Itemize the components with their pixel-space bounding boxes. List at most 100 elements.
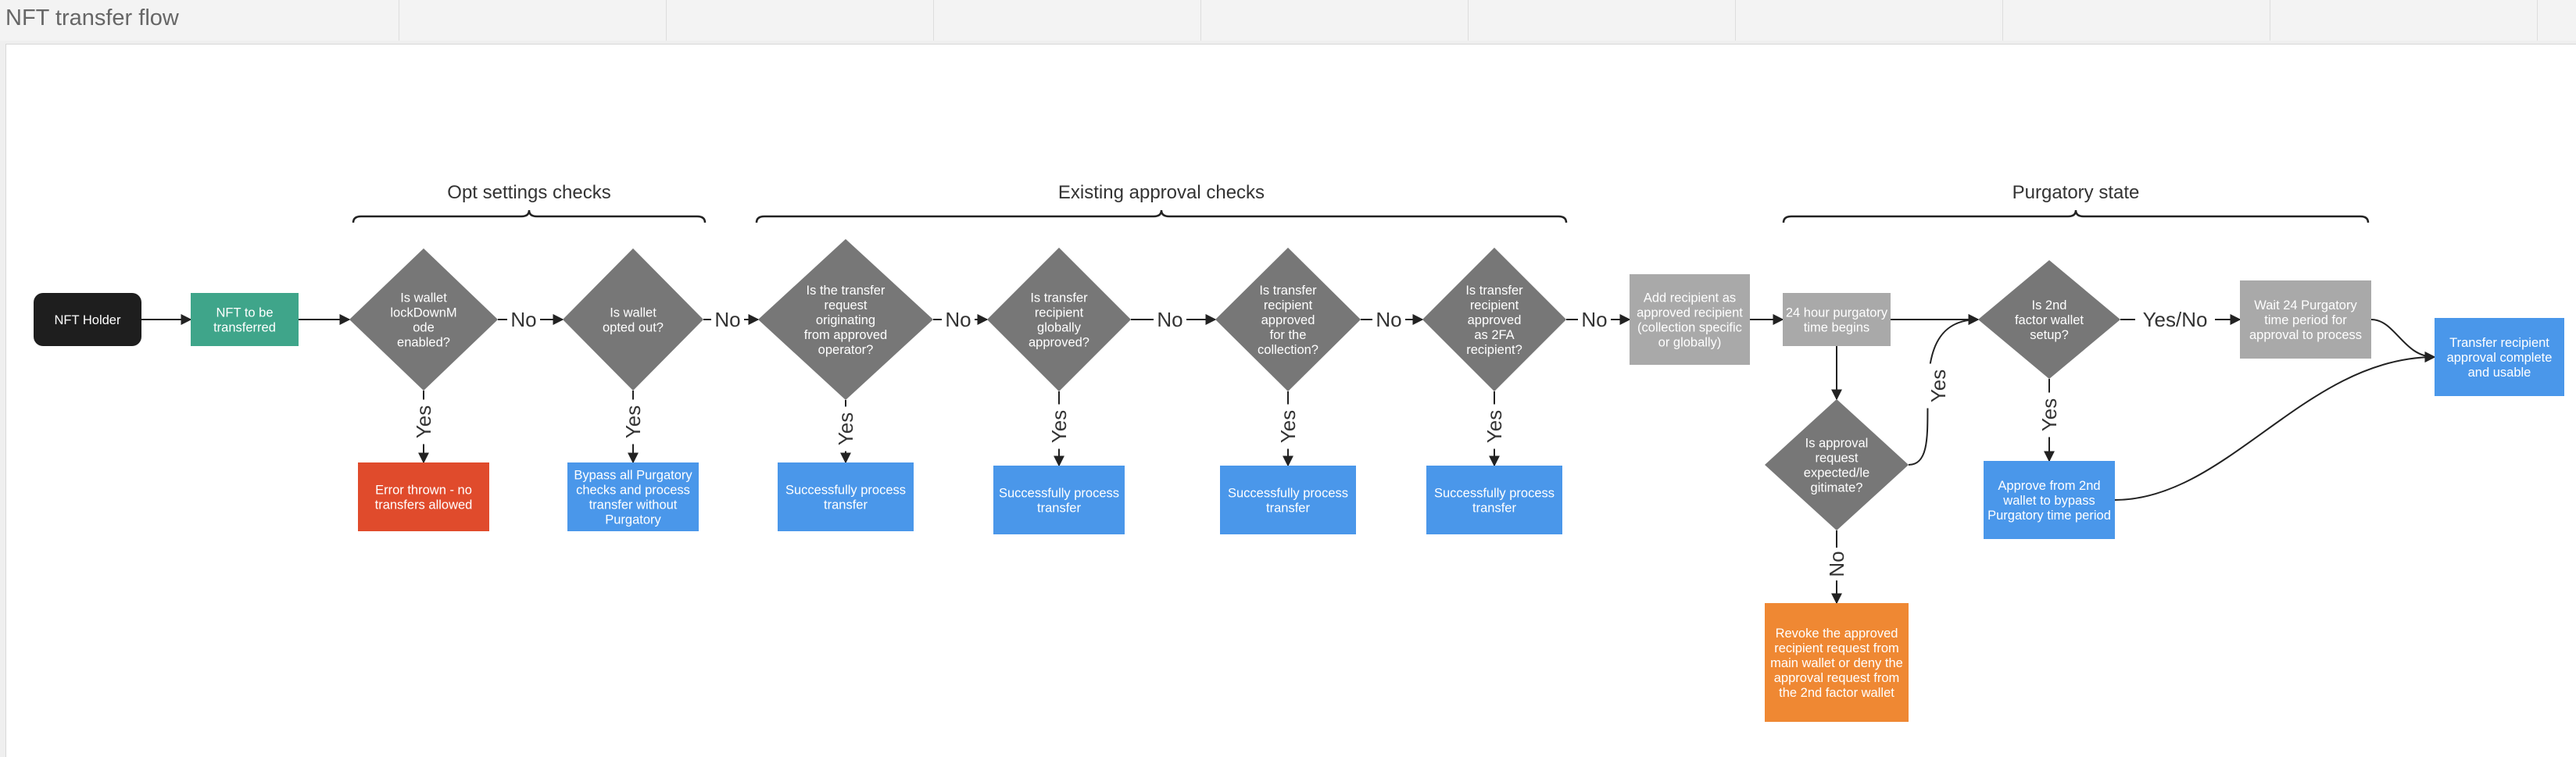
node-text-line: Successfully process bbox=[1434, 487, 1555, 501]
node-text-line: approval complete bbox=[2447, 351, 2553, 365]
node-text-line: Is 2nd bbox=[2032, 298, 2067, 312]
group-bracket bbox=[1782, 209, 2370, 223]
node-text-line: Transfer recipient bbox=[2449, 336, 2549, 350]
process-box bbox=[1426, 466, 1562, 534]
connector-label-group: Yes bbox=[1047, 404, 1071, 449]
node-text-line: recipient bbox=[1470, 298, 1519, 312]
header-cell bbox=[1468, 0, 1469, 41]
node-text-line: Wait 24 Purgatory bbox=[2254, 298, 2357, 312]
process-box bbox=[567, 462, 699, 531]
process-box bbox=[1220, 466, 1356, 534]
group-existing: Existing approval checks bbox=[755, 182, 1568, 223]
node-text-line: gitimate? bbox=[1811, 481, 1863, 495]
node-text-line: Is wallet bbox=[610, 306, 657, 320]
node-text-line: approved bbox=[1468, 313, 1522, 327]
node-text-line: collection? bbox=[1258, 343, 1318, 357]
process-box bbox=[993, 466, 1125, 534]
label-bg bbox=[507, 308, 540, 331]
node-text-line: approval request from bbox=[1774, 671, 1900, 685]
connector-label: No bbox=[714, 308, 740, 331]
decision-diamond bbox=[987, 248, 1131, 391]
process-box bbox=[1765, 603, 1909, 722]
node-text-line: transfer without bbox=[589, 498, 678, 512]
node-text-line: and usable bbox=[2468, 366, 2531, 380]
node-text-line: Successfully process bbox=[785, 484, 906, 498]
label-bg bbox=[2038, 392, 2061, 437]
node-text-line: from approved bbox=[804, 328, 887, 342]
connector-line bbox=[2370, 319, 2436, 362]
node-text-line: factor wallet bbox=[2015, 313, 2084, 327]
connector-label: No bbox=[1376, 308, 1401, 331]
process-box bbox=[191, 293, 299, 346]
connector-d6-s6: Yes bbox=[1483, 391, 1506, 467]
connector-label-group: Yes bbox=[1483, 404, 1506, 449]
group-purgatory: Purgatory state bbox=[1782, 182, 2370, 223]
connector-d5-s5: Yes bbox=[1276, 391, 1300, 467]
node-text-line: Is approval bbox=[1805, 437, 1869, 451]
connector-d4-s4: Yes bbox=[1047, 391, 1071, 467]
node-text-line: Is wallet bbox=[400, 291, 447, 305]
header-cell bbox=[933, 0, 934, 41]
connector-label: No bbox=[1825, 551, 1848, 577]
node-text-line: main wallet or deny the bbox=[1770, 656, 1903, 670]
node-text-line: wallet to bypass bbox=[2002, 494, 2095, 508]
connector-label-group: No bbox=[1372, 308, 1405, 331]
connector-d3-d4: No bbox=[933, 308, 989, 331]
label-bg bbox=[1927, 363, 1950, 409]
connector-label-group: Yes bbox=[2038, 392, 2061, 437]
label-bg bbox=[412, 399, 435, 445]
node-text-line: transfers allowed bbox=[375, 498, 473, 512]
node-text-line: recipient bbox=[1035, 306, 1084, 320]
node-text-line: recipient request from bbox=[1774, 641, 1899, 655]
node-text-line: transfer bbox=[1037, 502, 1081, 516]
node-text-line: Add recipient as bbox=[1644, 291, 1736, 305]
node-text-line: Revoke the approved bbox=[1776, 627, 1898, 641]
connector-label-group: No bbox=[711, 308, 744, 331]
decision-diamond bbox=[1765, 399, 1909, 530]
group-opt: Opt settings checks bbox=[352, 182, 707, 223]
decision-diamond bbox=[563, 248, 703, 391]
connector-label: No bbox=[1581, 308, 1607, 331]
node-holder[interactable]: NFT Holder bbox=[34, 293, 141, 346]
decision-diamond bbox=[349, 248, 498, 391]
process-box bbox=[1630, 274, 1750, 365]
node-text-line: time begins bbox=[1804, 321, 1869, 335]
connector-label: Yes bbox=[1483, 410, 1506, 443]
terminal-shape bbox=[34, 293, 141, 346]
node-text-line: for the bbox=[1270, 328, 1307, 342]
header-cell bbox=[2002, 0, 2003, 41]
node-text-line: approval to process bbox=[2249, 328, 2362, 342]
connector-label-group: No bbox=[1154, 308, 1186, 331]
decision-diamond bbox=[758, 239, 933, 400]
node-text-line: Error thrown - no bbox=[375, 484, 472, 498]
node-text-line: Successfully process bbox=[1228, 487, 1348, 501]
board-title: NFT transfer flow bbox=[5, 5, 179, 30]
decision-diamond bbox=[1978, 260, 2120, 379]
label-bg bbox=[942, 308, 975, 331]
label-bg bbox=[1047, 404, 1071, 449]
connector-label: Yes bbox=[1047, 410, 1071, 443]
header-cell bbox=[2537, 0, 2538, 41]
